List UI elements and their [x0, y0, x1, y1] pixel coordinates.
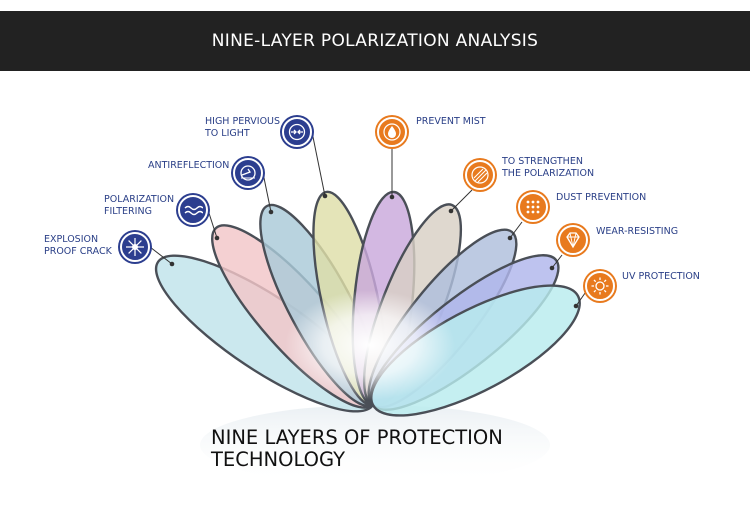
layer-label-8: WEAR-RESISTING: [596, 226, 678, 238]
fan-reflection: [200, 405, 550, 485]
layer-label-line: EXPLOSION: [44, 234, 99, 245]
dot-grid-icon: [518, 192, 548, 222]
layer-label-5: PREVENT MIST: [416, 116, 486, 128]
water-drop-icon: [377, 117, 407, 147]
leader-line-1: [149, 246, 173, 265]
center-glow: [285, 290, 455, 400]
leader-dot-8: [549, 265, 555, 271]
layer-label-line: THE POLARIZATION: [502, 168, 595, 179]
leader-dot-1: [169, 261, 175, 267]
header-title: NINE-LAYER POLARIZATION ANALYSIS: [211, 31, 539, 51]
leader-line-2: [207, 209, 218, 239]
layer-label-line: ANTIREFLECTION: [148, 160, 230, 171]
tagline: NINE LAYERS OF PROTECTION TECHNOLOGY: [211, 427, 503, 471]
leader-line-7: [509, 221, 523, 239]
diamond-icon: [558, 225, 588, 255]
leader-line-3: [262, 172, 272, 213]
leader-dot-5: [389, 194, 395, 200]
layer-label-line: WEAR-RESISTING: [596, 226, 679, 237]
layer-label-3: ANTIREFLECTION: [148, 160, 229, 172]
leader-dot-3: [268, 209, 274, 215]
leader-line-4: [311, 131, 326, 197]
layer-label-line: PREVENT MIST: [416, 116, 486, 127]
tagline-line-2: TECHNOLOGY: [211, 448, 346, 471]
leader-dot-4: [322, 193, 328, 199]
sun-icon: [585, 271, 615, 301]
reflection-arrow-icon: [233, 158, 263, 188]
leader-line-6: [450, 189, 473, 212]
layer-label-line: TO STRENGTHEN: [502, 156, 583, 167]
layer-label-line: UV PROTECTION: [622, 271, 700, 282]
layer-label-line: DUST PREVENTION: [556, 192, 647, 203]
light-pass-icon: [282, 117, 312, 147]
starburst-icon: [120, 232, 150, 262]
wave-icon: [178, 195, 208, 225]
header-bar: NINE-LAYER POLARIZATION ANALYSIS: [0, 11, 750, 71]
layer-label-9: UV PROTECTION: [622, 271, 700, 283]
tagline-line-1: NINE LAYERS OF PROTECTION: [211, 426, 503, 449]
layer-label-line: HIGH PERVIOUS: [205, 116, 281, 127]
layer-label-line: FILTERING: [104, 206, 152, 217]
leader-dot-6: [448, 208, 454, 214]
leader-dot-2: [214, 235, 220, 241]
layer-label-7: DUST PREVENTION: [556, 192, 646, 204]
layer-label-line: PROOF CRACK: [44, 246, 112, 257]
layer-label-line: TO LIGHT: [205, 128, 250, 139]
leader-dot-9: [573, 303, 579, 309]
hatch-lines-icon: [465, 160, 495, 190]
leader-line-8: [551, 254, 563, 269]
leader-dot-7: [507, 235, 513, 241]
layer-label-line: POLARIZATION: [104, 194, 175, 205]
